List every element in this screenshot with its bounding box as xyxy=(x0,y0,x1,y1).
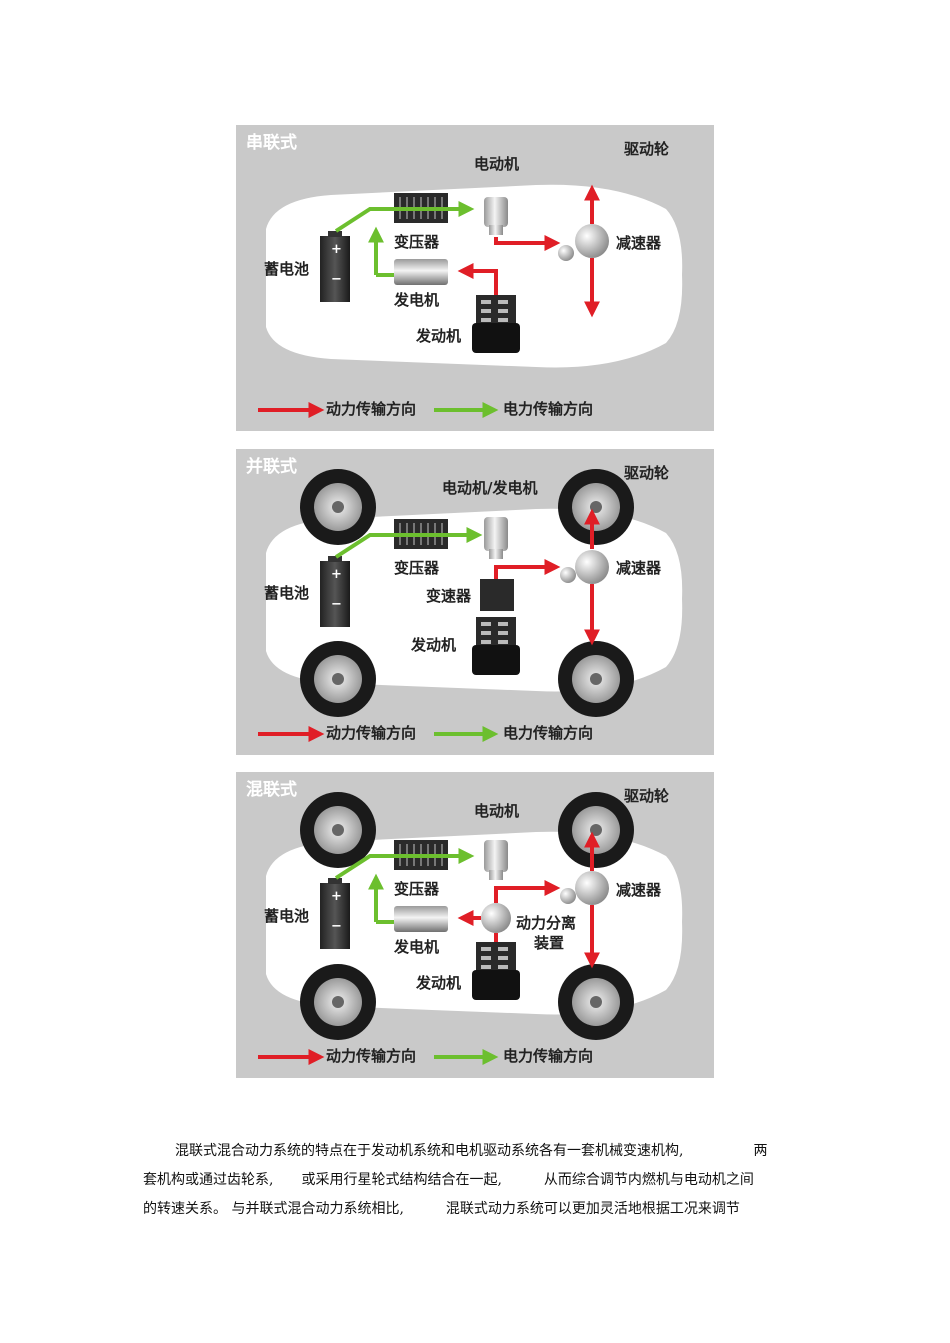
reducer-label: 减速器 xyxy=(616,881,662,899)
generator-label: 发电机 xyxy=(394,938,440,956)
wheel-icon xyxy=(558,641,634,717)
drive-wheel-label: 驱动轮 xyxy=(624,140,670,158)
series-parallel-hybrid-panel: 混联式 驱动轮 电动机 减速器 变压器 蓄电池 发电机 动力分离 装置 发动机 … xyxy=(236,772,714,1078)
wheel-icon xyxy=(300,469,376,545)
series-hybrid-panel: 串联式 驱动轮 电动机 减速器 变压器 蓄电池 发电机 发动机 + − 动力传输… xyxy=(236,125,714,431)
motor-label: 电动机 xyxy=(474,155,520,173)
engine-label: 发动机 xyxy=(416,974,462,992)
motor-label: 电动机 xyxy=(474,802,520,820)
wheel-icon xyxy=(300,792,376,868)
battery-icon xyxy=(320,556,350,627)
reducer-icon xyxy=(558,224,609,261)
battery-icon xyxy=(320,878,350,949)
wheel-icon xyxy=(300,964,376,1040)
battery-minus: − xyxy=(331,272,342,287)
paragraph-line: 混联式混合动力系统的特点在于发动机系统和电机驱动系统各有一套机械变速机构, 两 xyxy=(175,1143,768,1159)
transmission-label: 变速器 xyxy=(426,587,472,605)
legend-electric-label: 电力传输方向 xyxy=(503,400,594,418)
converter-label: 变压器 xyxy=(394,559,440,577)
reducer-icon xyxy=(560,871,609,905)
battery-minus: − xyxy=(331,919,342,934)
engine-icon xyxy=(472,617,520,675)
parallel-hybrid-panel: 并联式 驱动轮 电动机/发电机 减速器 变压器 蓄电池 变速器 发动机 + − … xyxy=(236,449,714,755)
legend-electric-label: 电力传输方向 xyxy=(503,724,594,742)
engine-label: 发动机 xyxy=(416,327,462,345)
motor-icon xyxy=(484,840,508,880)
motor-generator-icon xyxy=(484,517,508,559)
battery-plus: + xyxy=(331,242,342,257)
panel-title: 串联式 xyxy=(246,133,297,153)
battery-label: 蓄电池 xyxy=(264,907,310,925)
legend-power-label: 动力传输方向 xyxy=(326,1047,417,1065)
power-split-label-line2: 装置 xyxy=(534,934,565,952)
wheel-icon xyxy=(558,792,634,868)
engine-icon xyxy=(472,942,520,1000)
reducer-icon xyxy=(560,550,609,584)
body-paragraph: 混联式混合动力系统的特点在于发动机系统和电机驱动系统各有一套机械变速机构, 两 … xyxy=(143,1137,807,1224)
wheel-icon xyxy=(558,469,634,545)
electric-flow-arrows xyxy=(334,527,483,559)
battery-plus: + xyxy=(331,567,342,582)
battery-label: 蓄电池 xyxy=(264,584,310,602)
power-flow-arrows xyxy=(494,508,600,646)
motor-generator-label: 电动机/发电机 xyxy=(442,479,538,497)
battery-label: 蓄电池 xyxy=(264,260,310,278)
reducer-label: 减速器 xyxy=(616,559,662,577)
power-flow-arrows xyxy=(457,831,600,969)
engine-label: 发动机 xyxy=(411,636,457,654)
reducer-label: 减速器 xyxy=(616,234,662,252)
battery-plus: + xyxy=(331,889,342,904)
legend-power-label: 动力传输方向 xyxy=(326,400,417,418)
generator-icon xyxy=(394,259,448,285)
drive-wheel-label: 驱动轮 xyxy=(624,464,670,482)
paragraph-line: 套机构或通过齿轮系, 或采用行星轮式结构结合在一起, 从而综合调节内燃机与电动机… xyxy=(143,1172,754,1188)
paragraph-line: 的转速关系。 与并联式混合动力系统相比, 混联式动力系统可以更加灵活地根据工况来… xyxy=(143,1201,740,1217)
battery-icon xyxy=(320,231,350,302)
wheel-icon xyxy=(558,964,634,1040)
legend-power-label: 动力传输方向 xyxy=(326,724,417,742)
panel-title: 混联式 xyxy=(246,780,297,800)
legend-electric-label: 电力传输方向 xyxy=(503,1047,594,1065)
power-split-device-icon xyxy=(481,903,511,933)
electric-flow-arrows xyxy=(334,201,475,277)
power-split-label-line1: 动力分离 xyxy=(516,914,577,932)
generator-icon xyxy=(394,906,448,932)
panel-title: 并联式 xyxy=(246,457,297,477)
drive-wheel-label: 驱动轮 xyxy=(624,787,670,805)
motor-icon xyxy=(484,197,508,235)
generator-label: 发电机 xyxy=(394,291,440,309)
power-flow-arrows xyxy=(457,184,600,318)
wheel-icon xyxy=(300,641,376,717)
converter-label: 变压器 xyxy=(394,880,440,898)
engine-icon xyxy=(472,295,520,353)
transmission-icon xyxy=(480,579,514,611)
electric-flow-arrows xyxy=(334,848,475,924)
battery-minus: − xyxy=(331,597,342,612)
converter-label: 变压器 xyxy=(394,233,440,251)
